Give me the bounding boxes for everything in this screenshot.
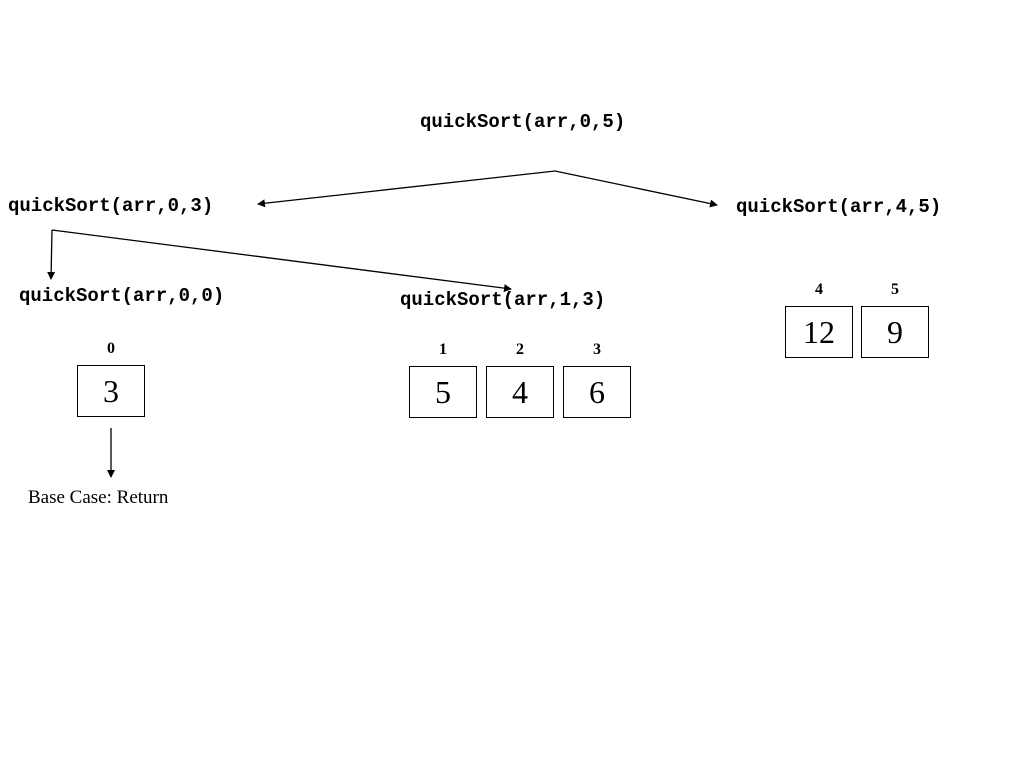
array-cell: 5	[409, 366, 477, 418]
array-index: 0	[107, 340, 115, 357]
array-index: 3	[593, 341, 601, 358]
array-cell: 9	[861, 306, 929, 358]
arrow-root-to-right	[554, 170, 718, 208]
base-case-label: Base Case: Return	[28, 487, 169, 508]
array-index: 4	[815, 281, 823, 298]
array-index: 2	[516, 341, 524, 358]
call-left-left: quickSort(arr,0,0)	[19, 285, 225, 307]
array-cell: 12	[785, 306, 853, 358]
call-left: quickSort(arr,0,3)	[8, 195, 214, 217]
arrow-root-to-left	[257, 170, 556, 208]
call-right: quickSort(arr,4,5)	[736, 196, 942, 218]
array-index: 1	[439, 341, 447, 358]
call-root: quickSort(arr,0,5)	[420, 111, 626, 133]
array-cell: 3	[77, 365, 145, 417]
arrow-left-stem	[47, 229, 56, 280]
array-index: 5	[891, 281, 899, 298]
call-left-right: quickSort(arr,1,3)	[400, 289, 606, 311]
array-cell: 6	[563, 366, 631, 418]
array-cell: 4	[486, 366, 554, 418]
arrow-left-to-right-child	[51, 229, 512, 293]
